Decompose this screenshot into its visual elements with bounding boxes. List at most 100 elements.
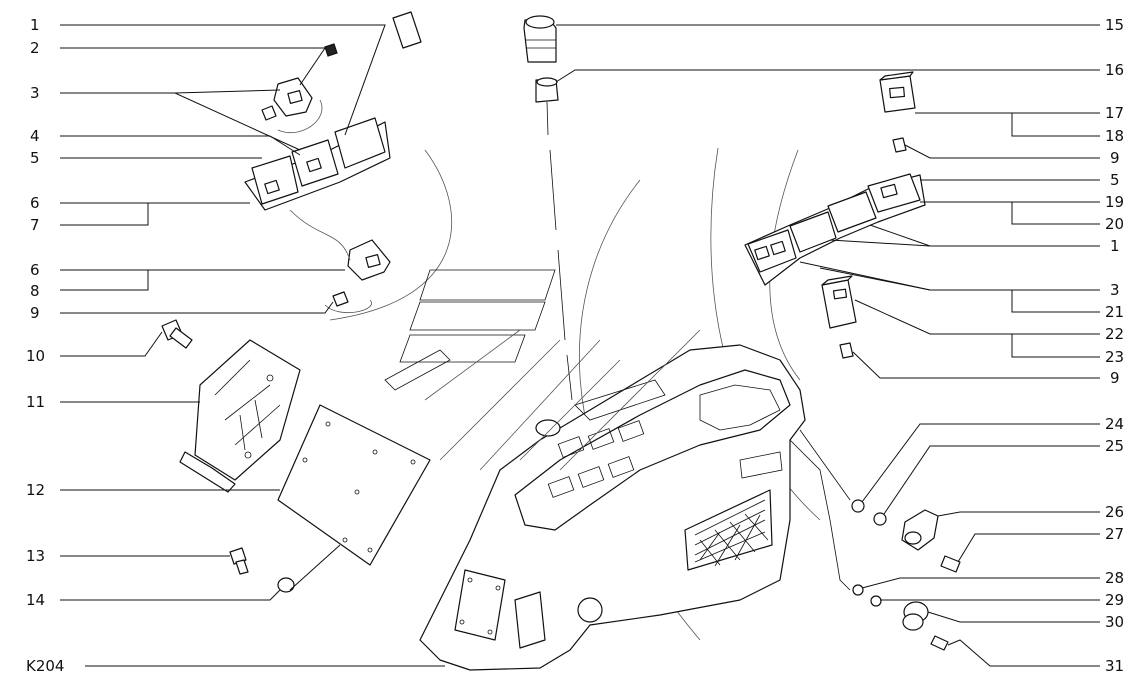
callout-25: 25: [1105, 437, 1124, 455]
callout-5-r: 5: [1110, 171, 1120, 189]
nut-28: [852, 584, 864, 596]
callout-6b: 6: [30, 261, 40, 279]
callout-17: 17: [1105, 104, 1124, 122]
callout-31: 31: [1105, 657, 1124, 675]
arc-upper: [277, 99, 323, 134]
blank-plate-3: [399, 334, 526, 363]
construction-arc-left: [329, 149, 452, 321]
panel-blanks: [384, 269, 701, 471]
console-vent: [739, 451, 783, 479]
mounting-plate: [277, 404, 431, 566]
rocker-switch-upper: [261, 77, 313, 121]
console-side-bracket: [514, 591, 546, 649]
hatch-screw: [459, 619, 465, 625]
callout-28: 28: [1105, 569, 1124, 587]
mesh-pattern: [694, 499, 769, 567]
callout-7: 7: [30, 216, 40, 234]
callout-1: 1: [30, 16, 40, 34]
arc-connector: [324, 299, 372, 313]
arc-lower: [289, 209, 351, 261]
callout-13: 13: [26, 547, 45, 565]
console-knob: [535, 419, 561, 437]
callouts-left: 1 2 3 4 5 6 7 6 8 9 10 11 12 13 14 K204: [26, 16, 64, 675]
screw-31: [930, 635, 949, 651]
callout-5: 5: [30, 149, 40, 167]
switch-knob-26: [901, 509, 939, 551]
callouts-right: 15 16 17 18 9 5 19 20 1 3 21 22 23 9 24 …: [1105, 16, 1124, 675]
callout-3-r: 3: [1110, 281, 1120, 299]
callout-15: 15: [1105, 16, 1124, 34]
callout-18: 18: [1105, 127, 1124, 145]
socket-30: [902, 601, 929, 631]
callout-1-r: 1: [1110, 237, 1120, 255]
lighter-dash-line: [546, 101, 573, 401]
callout-6: 6: [30, 194, 40, 212]
callout-16: 16: [1105, 61, 1124, 79]
switch-label-insert: [392, 11, 422, 49]
console-socket-hole: [577, 597, 603, 623]
console-slot-6: [607, 456, 635, 478]
callout-24: 24: [1105, 415, 1124, 433]
control-module: [179, 339, 301, 493]
callout-8: 8: [30, 282, 40, 300]
blank-plate-1: [419, 269, 556, 301]
console-tray: [699, 384, 781, 431]
callout-10: 10: [26, 347, 45, 365]
callout-2: 2: [30, 39, 40, 57]
blank-plate-2: [409, 301, 546, 331]
construction-arc-right-2: [769, 149, 801, 381]
callout-11: 11: [26, 393, 45, 411]
nut-24: [851, 499, 865, 513]
leader-lines-left: [60, 24, 445, 667]
console-slot-5: [577, 466, 605, 488]
rocker-switch-right-lower: [821, 275, 857, 329]
callout-9: 9: [30, 304, 40, 322]
rocker-switch-lower: [347, 239, 391, 281]
callout-23: 23: [1105, 348, 1124, 366]
switch-connector-right-top: [892, 137, 907, 153]
console-label-plate: [574, 379, 666, 421]
callout-21: 21: [1105, 303, 1124, 321]
bolt-ecu: [161, 319, 193, 349]
cigar-lighter: [523, 15, 557, 63]
callout-4: 4: [30, 127, 40, 145]
console-slot-4: [547, 476, 575, 498]
rocker-switch-right-top: [879, 71, 916, 113]
switch-connector-left: [332, 291, 349, 307]
dash-lines-right: [789, 429, 851, 591]
leader-lines-right: [555, 24, 1100, 667]
washer-29: [870, 595, 882, 607]
callout-26: 26: [1105, 503, 1124, 521]
switch-connector-right-lower: [839, 342, 854, 359]
hatch-screw: [487, 629, 493, 635]
callout-20: 20: [1105, 215, 1124, 233]
console-slot-3: [617, 420, 645, 442]
callout-22: 22: [1105, 325, 1124, 343]
hatch-screw: [495, 585, 501, 591]
callout-9-r1: 9: [1110, 149, 1120, 167]
washer-plate: [277, 577, 295, 593]
switch-frame-slot-1: [251, 155, 299, 205]
callout-14: 14: [26, 591, 45, 609]
indicator-cap: [324, 43, 338, 57]
washer-25: [873, 512, 887, 526]
switch-frame-slot-empty: [334, 117, 386, 169]
callout-9-r2: 9: [1110, 369, 1120, 387]
console-slot-1: [557, 436, 585, 458]
callout-27: 27: [1105, 525, 1124, 543]
hatch-screw: [467, 577, 473, 583]
console-slot-2: [587, 428, 615, 450]
callout-30: 30: [1105, 613, 1124, 631]
callout-29: 29: [1105, 591, 1124, 609]
screw-plate: [229, 547, 249, 575]
switch-frame-left: [244, 117, 391, 211]
console-access-hatch: [454, 569, 506, 641]
switch-frame-right: [744, 173, 926, 286]
callout-12: 12: [26, 481, 45, 499]
drawing-code: K204: [26, 657, 64, 675]
console-top-panel: [514, 369, 791, 531]
callout-19: 19: [1105, 193, 1124, 211]
callout-3: 3: [30, 84, 40, 102]
lighter-socket: [535, 77, 559, 103]
